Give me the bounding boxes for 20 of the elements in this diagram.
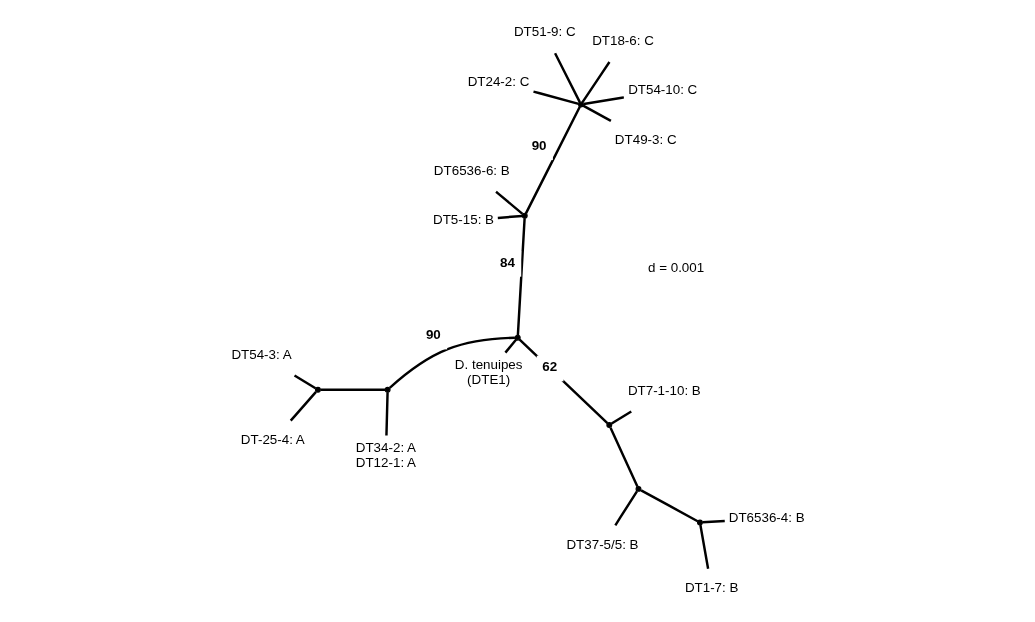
node-text: DT49-3: C (614, 131, 677, 147)
node-text: DT34-2: A DT12-1: A (355, 440, 416, 470)
edge-label: 84 (499, 254, 515, 270)
node-text: DT5-15: B (432, 212, 494, 228)
edge-label: 90 (425, 327, 441, 343)
node-text: DT24-2: C (467, 73, 529, 89)
node-text: DT18-6: C (591, 33, 654, 49)
node-text: D. tenuipes (DTE1) (454, 357, 523, 387)
node-text: DT54-10: C (627, 82, 697, 98)
edge-label: 62 (541, 359, 557, 375)
node-text: DT37-5/5: B (565, 536, 639, 552)
label: d = 0.001 (647, 260, 704, 276)
node-text: DT7-1-10: B (627, 382, 701, 398)
node-text: DT51-9: C (513, 24, 576, 40)
node-text: DT-25-4: A (240, 432, 305, 448)
edge-label: 90 (531, 138, 547, 154)
node-text: DT6536-4: B (728, 509, 805, 525)
node-text: DT1-7: B (684, 580, 738, 596)
node-text: DT6536-6: B (433, 163, 510, 179)
node-text: DT54-3: A (230, 346, 292, 362)
